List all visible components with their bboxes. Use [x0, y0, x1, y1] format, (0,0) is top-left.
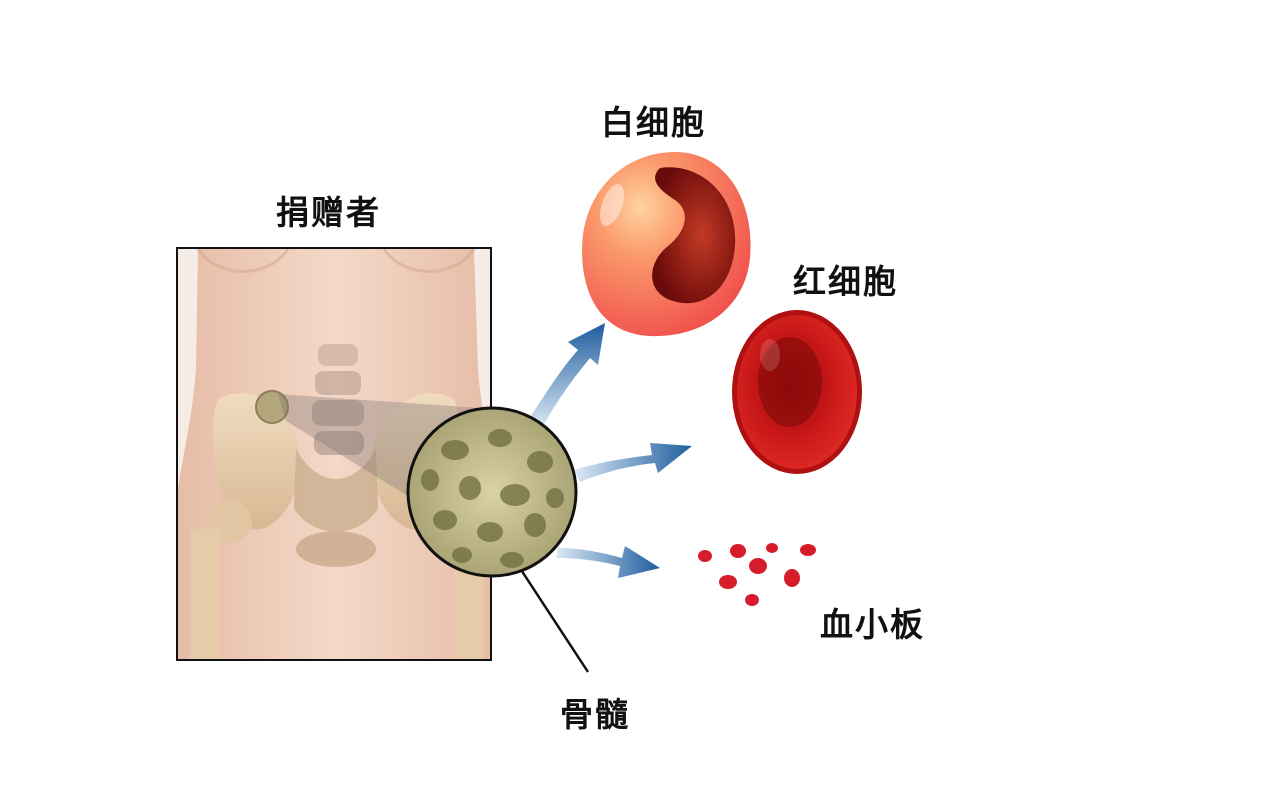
arrow-to-red-cell — [574, 443, 692, 482]
marrow-sample-site — [255, 390, 289, 424]
red-blood-cell-label: 红细胞 — [793, 262, 898, 301]
platelet — [719, 575, 737, 589]
platelet — [698, 550, 712, 562]
bone-marrow-label: 骨髓 — [560, 695, 630, 734]
platelet — [766, 543, 778, 553]
marrow-pointer-line — [510, 555, 590, 673]
bone-marrow-magnified — [406, 406, 578, 578]
white-blood-cell — [582, 151, 751, 337]
platelet — [784, 569, 800, 587]
platelet — [800, 544, 816, 556]
donor-label: 捐赠者 — [276, 193, 381, 232]
platelet — [749, 558, 767, 574]
platelet — [745, 594, 759, 606]
arrow-to-white-cell — [528, 323, 605, 428]
red-blood-cell — [732, 310, 862, 474]
platelet — [730, 544, 746, 558]
spine — [312, 344, 364, 455]
platelets — [698, 543, 816, 606]
white-blood-cell-label: 白细胞 — [601, 103, 706, 142]
arrow-to-platelets — [556, 546, 660, 578]
platelet-label: 血小板 — [820, 605, 925, 644]
